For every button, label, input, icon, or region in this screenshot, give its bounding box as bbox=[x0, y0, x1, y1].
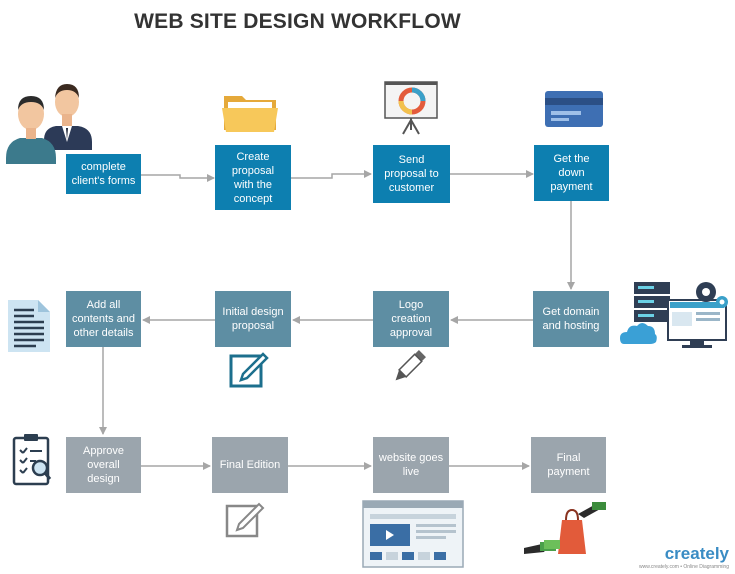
step-add-contents: Add all contents and other details bbox=[66, 291, 141, 347]
clipboard-checklist-icon bbox=[12, 434, 52, 486]
credit-card-icon bbox=[545, 91, 603, 127]
step-domain-hosting: Get domain and hosting bbox=[533, 291, 609, 347]
website-icon bbox=[362, 500, 464, 568]
watermark-subtitle: www.creately.com • Online Diagramming bbox=[638, 564, 729, 570]
arrow-s1-s2 bbox=[141, 174, 215, 182]
arrow-s2-s3 bbox=[291, 170, 372, 179]
step-complete-forms: complete client's forms bbox=[66, 154, 141, 194]
step-logo-approval: Logo creation approval bbox=[373, 291, 449, 347]
step-down-payment: Get the down payment bbox=[534, 145, 609, 201]
diagram-title: WEB SITE DESIGN WORKFLOW bbox=[134, 10, 461, 33]
presentation-board-icon bbox=[384, 81, 438, 135]
watermark-logo: creately bbox=[664, 544, 729, 563]
step-website-live: website goes live bbox=[373, 437, 449, 493]
server-cloud-icon bbox=[620, 282, 728, 348]
edit-icon bbox=[229, 352, 269, 388]
step-send-proposal: Send proposal to customer bbox=[373, 145, 450, 203]
folder-icon bbox=[222, 96, 278, 132]
step-create-proposal: Create proposal with the concept bbox=[215, 145, 291, 210]
pencil-icon bbox=[395, 350, 426, 381]
step-final-edition: Final Edition bbox=[212, 437, 288, 493]
creately-watermark: creately www.creately.com • Online Diagr… bbox=[639, 544, 729, 570]
edit-icon bbox=[225, 502, 265, 538]
step-approve-design: Approve overall design bbox=[66, 437, 141, 493]
step-final-payment: Final payment bbox=[531, 437, 606, 493]
step-initial-design: Initial design proposal bbox=[215, 291, 291, 347]
payment-bag-icon bbox=[524, 502, 606, 554]
people-icon bbox=[6, 84, 92, 164]
document-icon bbox=[8, 300, 50, 352]
